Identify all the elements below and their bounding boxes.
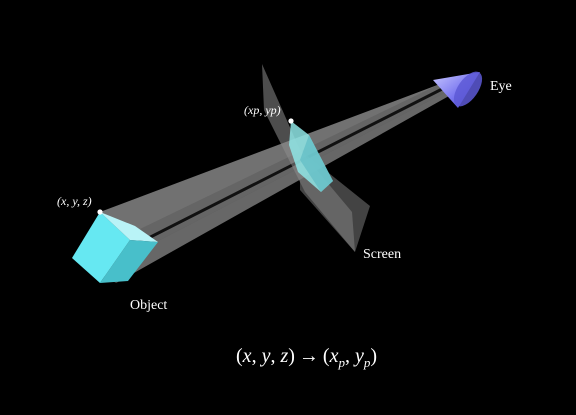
projected-point-marker xyxy=(288,118,294,124)
cube-front-face xyxy=(72,212,130,283)
eq-comma-1: , xyxy=(252,345,262,367)
frustum-bottom-face xyxy=(76,84,456,283)
eq-open-right: ( xyxy=(323,345,330,367)
object-cube xyxy=(72,212,158,283)
eq-y: y xyxy=(260,345,271,367)
eq-xp-sub: p xyxy=(337,355,345,370)
projected-point-label: (xp, yp) xyxy=(244,103,281,117)
eq-comma-3: , xyxy=(345,345,355,367)
cube-top-face xyxy=(100,212,158,242)
eq-yp-sub: p xyxy=(363,355,371,370)
eq-open-left: ( xyxy=(236,345,243,367)
eq-x: x xyxy=(242,345,252,367)
eq-comma-2: , xyxy=(270,345,280,367)
object-point-label: (x, y, z) xyxy=(57,194,92,208)
frustum-side-face xyxy=(116,88,456,283)
eq-yp: y xyxy=(353,345,364,367)
object-point-marker xyxy=(97,209,103,215)
view-frustum xyxy=(76,84,456,283)
eq-close-left: ) xyxy=(288,345,295,367)
eye-cone-base xyxy=(453,71,483,107)
screen-label: Screen xyxy=(363,247,401,262)
projection-equation: (x, y, z)→(xp, yp) xyxy=(236,345,377,370)
eq-close-right: ) xyxy=(370,345,377,367)
projected-image-shade xyxy=(300,135,333,192)
object-label: Object xyxy=(130,298,167,313)
eq-xp: x xyxy=(329,345,339,367)
central-ray xyxy=(124,84,449,252)
eye-cone xyxy=(433,71,483,108)
eye-label: Eye xyxy=(490,79,512,94)
eq-arrow: → xyxy=(299,345,319,367)
eq-z: z xyxy=(279,345,288,367)
cube-side-face xyxy=(100,240,158,283)
frustum-left-face xyxy=(76,84,440,260)
